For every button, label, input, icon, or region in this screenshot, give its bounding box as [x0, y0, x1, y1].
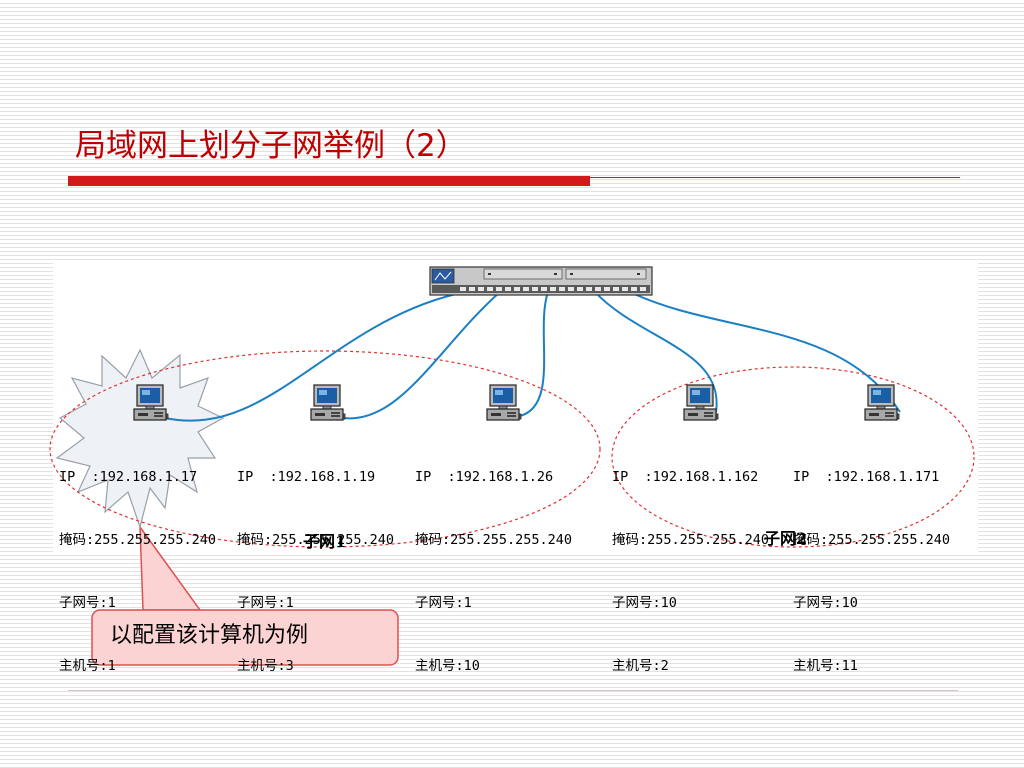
host-4-ip: IP :192.168.1.162 [612, 469, 759, 485]
host-3-hostnum: 主机号:10 [415, 658, 480, 674]
host-4-mask: 掩码:255.255.255.240 [612, 532, 770, 548]
host-1-hostnum: 主机号:1 [59, 658, 116, 674]
cable-host-5 [629, 291, 901, 413]
cable-host-3 [519, 291, 549, 417]
host-3-config: IP :192.168.1.26 掩码:255.255.255.240 子网号:… [415, 425, 572, 698]
host-4-config: IP :192.168.1.162 掩码:255.255.255.240 子网号… [612, 425, 769, 698]
host-5-mask: 掩码:255.255.255.240 [793, 532, 951, 548]
host-3-subnet: 子网号:1 [415, 595, 472, 611]
host-3-mask: 掩码:255.255.255.240 [415, 532, 573, 548]
desktop-computer-icon [486, 384, 522, 421]
title-underline-bar [68, 176, 590, 186]
network-cables [164, 291, 901, 422]
desktop-computer-icon [683, 384, 719, 421]
desktop-computer-icon [310, 384, 346, 421]
footer-divider [68, 690, 958, 691]
highlight-burst [55, 348, 225, 530]
host-3-ip: IP :192.168.1.26 [415, 469, 554, 485]
host-5-subnet: 子网号:10 [793, 595, 858, 611]
host-4-hostnum: 主机号:2 [612, 658, 669, 674]
host-1-mask: 掩码:255.255.255.240 [59, 532, 217, 548]
host-2-mask: 掩码:255.255.255.240 [237, 532, 395, 548]
desktop-computer-icon [864, 384, 900, 421]
title-underline-line [590, 177, 960, 178]
host-5-ip: IP :192.168.1.171 [793, 469, 940, 485]
cable-host-1 [164, 291, 466, 422]
subnet-2-outline [611, 366, 975, 548]
host-5-config: IP :192.168.1.171 掩码:255.255.255.240 子网号… [793, 425, 950, 698]
host-5-hostnum: 主机号:11 [793, 658, 858, 674]
host-2-config: IP :192.168.1.19 掩码:255.255.255.240 子网号:… [237, 425, 394, 698]
subnet-1-outline [49, 350, 601, 548]
host-1-ip: IP :192.168.1.17 [59, 469, 198, 485]
callout-text: 以配置该计算机为例 [110, 623, 309, 648]
cable-host-4 [594, 291, 718, 413]
subnet-2-label: 子网2 [764, 529, 808, 548]
host-1-subnet: 子网号:1 [59, 595, 116, 611]
subnet-1-label: 子网1 [303, 532, 347, 551]
host-2-hostnum: 主机号:3 [237, 658, 294, 674]
host-2-ip: IP :192.168.1.19 [237, 469, 376, 485]
desktop-computer-icon [133, 384, 169, 421]
cable-host-2 [342, 291, 501, 420]
host-2-subnet: 子网号:1 [237, 595, 294, 611]
host-4-subnet: 子网号:10 [612, 595, 677, 611]
slide-title: 局域网上划分子网举例（2） [75, 128, 467, 164]
host-1-config: IP :192.168.1.17 掩码:255.255.255.240 子网号:… [59, 425, 216, 698]
network-switch-icon [429, 266, 653, 296]
callout-box [91, 609, 399, 666]
